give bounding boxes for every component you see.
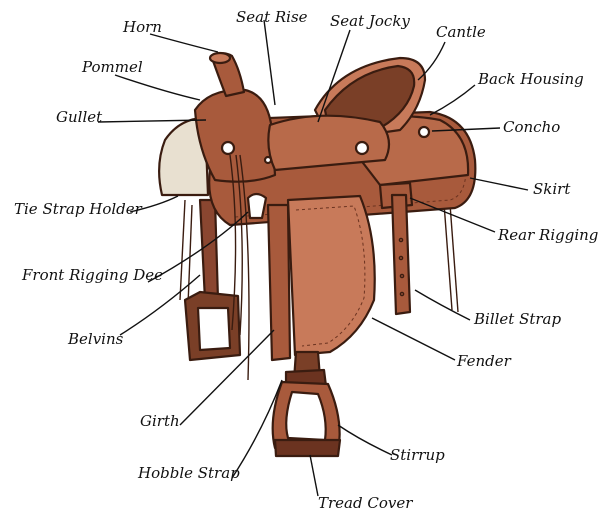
label-fender: Fender [456,352,512,370]
fender [288,196,375,355]
label-pommel: Pommel [81,58,143,76]
tread-cover [275,440,340,456]
billet-strap [392,195,410,314]
label-girth: Girth [140,412,180,430]
label-gullet: Gullet [56,108,103,126]
label-horn: Horn [122,18,162,36]
seat-jockey [268,116,389,170]
label-cantle: Cantle [436,23,486,41]
label-front-rigging-dee: Front Rigging Dee [21,266,163,284]
label-tread-cover: Tread Cover [318,494,413,512]
label-rear-rigging: Rear Rigging [497,226,598,244]
girth [268,205,290,360]
label-stirrup: Stirrup [390,446,445,464]
stirrup [273,382,340,456]
label-belvins: Belvins [67,330,124,348]
label-seat-jockey: Seat Jocky [330,12,410,30]
label-skirt: Skirt [533,180,571,198]
label-concho: Concho [503,118,560,136]
label-billet-strap: Billet Strap [473,310,562,328]
label-seat-rise: Seat Rise [236,8,308,26]
label-hobble-strap: Hobble Strap [137,464,240,482]
front-rigging-dee [248,194,266,218]
label-tie-strap-holder: Tie Strap Holder [14,200,143,218]
label-back-housing: Back Housing [477,70,584,88]
